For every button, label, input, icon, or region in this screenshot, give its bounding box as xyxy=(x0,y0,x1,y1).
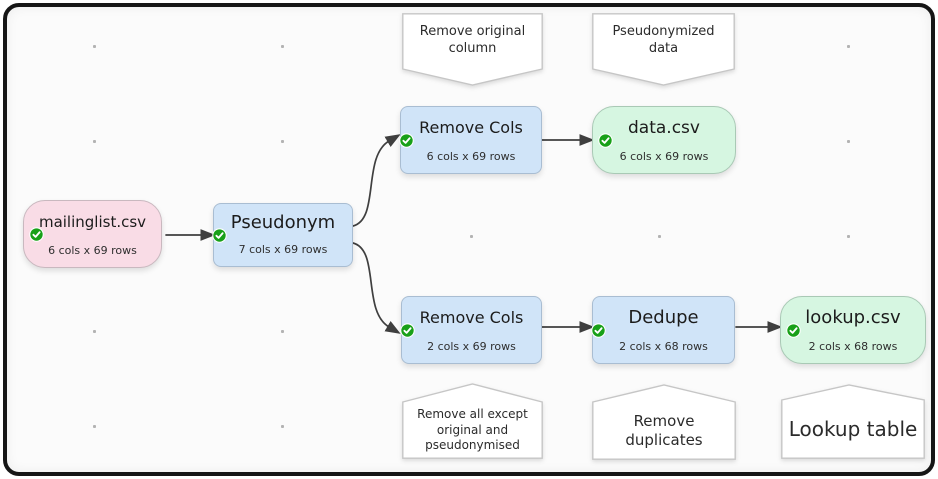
comment-lookup-table[interactable]: Lookup table xyxy=(781,384,925,459)
check-circle-icon xyxy=(591,322,606,338)
comment-pseudonymized-data[interactable]: Pseudonymized data xyxy=(592,13,735,86)
comment-text: Remove all except original and pseudonym… xyxy=(417,407,528,453)
grid-dot xyxy=(281,330,284,333)
node-pseudonym[interactable]: Pseudonym 7 cols x 69 rows xyxy=(212,203,353,267)
node-title: Dedupe xyxy=(628,307,699,328)
comment-bubble-shape xyxy=(592,13,735,86)
comment-bubble-shape xyxy=(402,383,543,459)
node-size-label: 6 cols x 69 rows xyxy=(619,150,709,163)
node-title: Remove Cols xyxy=(419,118,523,137)
comment-remove-all-except[interactable]: Remove all except original and pseudonym… xyxy=(402,383,543,459)
node-mailinglist-csv[interactable]: mailinglist.csv 6 cols x 69 rows xyxy=(23,200,162,268)
comment-remove-original-column[interactable]: Remove original column xyxy=(402,13,543,86)
grid-dot xyxy=(281,44,284,48)
node-title: mailinglist.csv xyxy=(38,213,147,231)
check-circle-icon xyxy=(400,322,415,338)
node-title: lookup.csv xyxy=(805,307,901,328)
comment-bubble-shape xyxy=(402,13,543,86)
node-size-label: 2 cols x 68 rows xyxy=(619,340,708,353)
node-size-label: 2 cols x 69 rows xyxy=(427,340,516,353)
grid-dot xyxy=(846,44,850,48)
node-lookup-csv[interactable]: lookup.csv 2 cols x 68 rows xyxy=(780,296,926,364)
grid-dot xyxy=(281,140,284,143)
comment-remove-duplicates[interactable]: Remove duplicates xyxy=(592,384,736,460)
node-remove-cols-1[interactable]: Remove Cols 6 cols x 69 rows xyxy=(399,106,542,174)
node-size-label: 6 cols x 69 rows xyxy=(426,150,516,163)
grid-dot xyxy=(92,425,96,428)
arrow-pseudonym-to-removecols1 xyxy=(352,134,401,227)
grid-dot xyxy=(846,235,850,238)
arrow-pseudonym-to-removecols2 xyxy=(352,242,401,334)
comment-bubble-shape xyxy=(781,384,925,459)
node-size-label: 6 cols x 69 rows xyxy=(48,244,137,257)
comment-bubble-shape xyxy=(592,384,736,460)
node-remove-cols-2[interactable]: Remove Cols 2 cols x 69 rows xyxy=(400,296,542,364)
grid-dot xyxy=(92,140,96,143)
grid-dot xyxy=(846,140,850,143)
comment-text: Lookup table xyxy=(788,416,918,441)
screenshot-frame: mailinglist.csv 6 cols x 69 rows Pseudon… xyxy=(3,3,935,476)
comment-text: Pseudonymized data xyxy=(612,24,715,56)
node-title: data.csv xyxy=(628,118,700,138)
node-size-label: 7 cols x 69 rows xyxy=(238,243,328,256)
node-data-csv[interactable]: data.csv 6 cols x 69 rows xyxy=(592,106,736,174)
comment-text: Remove duplicates xyxy=(625,411,703,449)
dataflow-canvas[interactable]: mailinglist.csv 6 cols x 69 rows Pseudon… xyxy=(7,7,931,472)
check-circle-icon xyxy=(598,132,613,148)
grid-dot xyxy=(658,235,661,238)
grid-dot xyxy=(281,425,284,428)
node-size-label: 2 cols x 68 rows xyxy=(808,340,898,353)
comment-text: Remove original column xyxy=(419,24,526,56)
grid-dot xyxy=(469,235,473,238)
node-dedupe[interactable]: Dedupe 2 cols x 68 rows xyxy=(591,296,735,364)
check-circle-icon xyxy=(399,132,414,148)
check-circle-icon xyxy=(29,226,44,242)
grid-dot xyxy=(92,330,96,333)
check-circle-icon xyxy=(212,227,227,243)
grid-dot xyxy=(92,44,96,48)
check-circle-icon xyxy=(786,322,801,338)
node-title: Pseudonym xyxy=(230,212,336,233)
node-title: Remove Cols xyxy=(419,308,524,327)
